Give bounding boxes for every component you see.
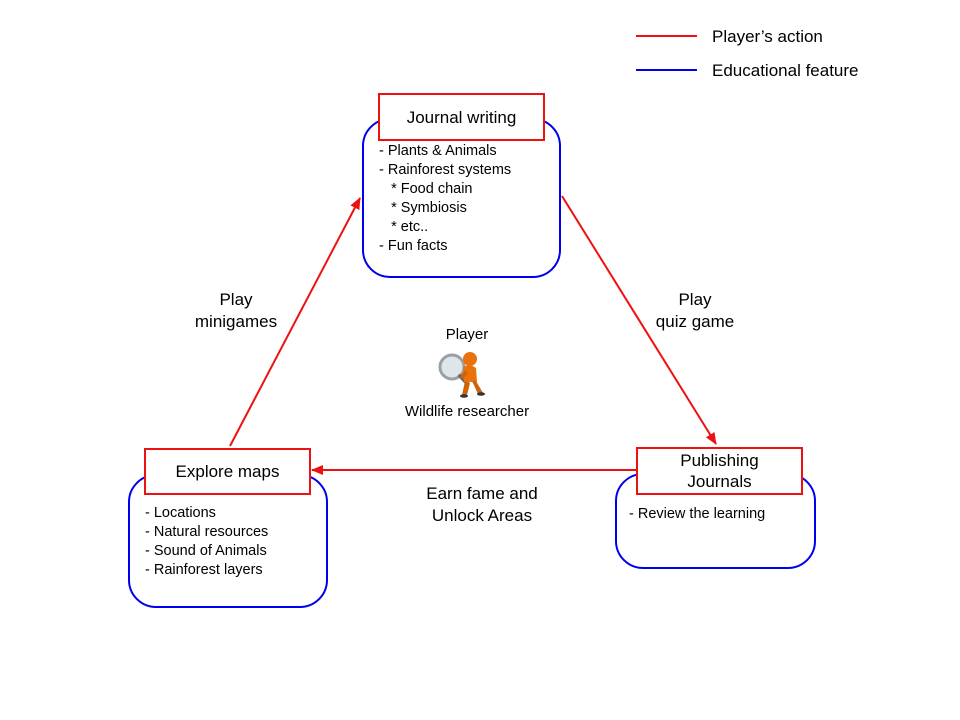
flow-label-line: Play	[219, 290, 253, 309]
publishing-item: - Review the learning	[629, 506, 766, 522]
journal-writing-title-box: Journal writing	[378, 93, 545, 141]
flow-label-line: Unlock Areas	[431, 506, 533, 525]
flow-label-play-minigames: Play minigames	[176, 289, 296, 333]
researcher-label: Wildlife researcher	[404, 403, 530, 420]
flow-label-play-quiz: Play quiz game	[635, 289, 755, 333]
journal-item: * Food chain	[379, 181, 473, 197]
legend-label-action: Player’s action	[712, 27, 823, 46]
publishing-title-line1: Publishing	[680, 451, 759, 470]
arrow-journal-to-publishing	[561, 195, 717, 445]
player-label: Player	[445, 326, 489, 343]
flow-label-earn-fame: Earn fame and Unlock Areas	[402, 483, 562, 527]
publishing-title-box: Publishing Journals	[636, 447, 803, 495]
publishing-title-line2: Journals	[687, 472, 752, 491]
explore-item: - Sound of Animals	[145, 543, 267, 559]
legend-label-educational: Educational feature	[712, 61, 859, 80]
explore-maps-title: Explore maps	[175, 462, 280, 481]
flow-label-line: minigames	[194, 312, 278, 331]
flow-label-line: Play	[678, 290, 712, 309]
explore-item: - Rainforest layers	[145, 562, 263, 578]
flow-label-line: Earn fame and	[426, 484, 538, 503]
explore-item: - Natural resources	[145, 524, 269, 540]
journal-item: * Symbiosis	[379, 200, 467, 216]
journal-writing-title: Journal writing	[406, 107, 517, 127]
journal-writing-feature-box	[362, 118, 561, 278]
journal-item: - Rainforest systems	[379, 162, 512, 178]
flow-label-line: quiz game	[655, 312, 735, 331]
journal-item: * etc..	[379, 219, 429, 235]
explore-item: - Locations	[145, 505, 216, 521]
explore-maps-title-box: Explore maps	[144, 448, 311, 495]
researcher-with-magnifier-icon	[438, 352, 485, 398]
journal-item: - Plants & Animals	[379, 143, 497, 159]
arrow-explore-to-journal	[229, 197, 361, 447]
journal-item: - Fun facts	[379, 238, 448, 254]
